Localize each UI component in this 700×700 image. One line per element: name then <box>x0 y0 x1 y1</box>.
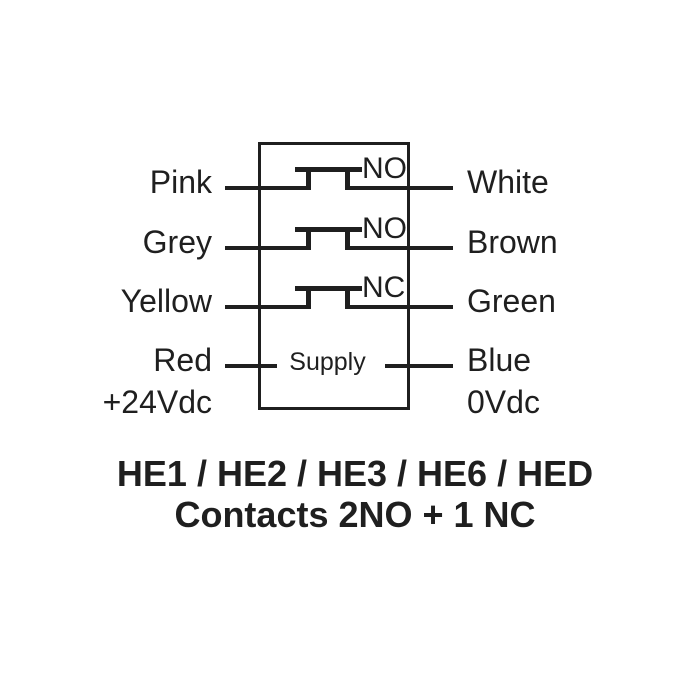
wire-yellow-lead <box>225 305 311 309</box>
contact-1-bridge-bar <box>295 167 362 172</box>
contact-2-right-leg <box>345 227 350 250</box>
contact-3-left-leg <box>306 286 311 309</box>
contact-count-caption: Contacts 2NO + 1 NC <box>174 494 536 535</box>
contact-2-left-leg <box>306 227 311 250</box>
model-list-caption: HE1 / HE2 / HE3 / HE6 / HED <box>116 453 594 494</box>
wire-blue-lead <box>385 364 453 368</box>
sensor-body-outline <box>258 142 410 410</box>
label-0vdc: 0Vdc <box>467 384 540 420</box>
label-pink: Pink <box>149 164 212 200</box>
contact-3-type-label: NC <box>362 271 406 304</box>
contact-3-right-leg <box>345 286 350 309</box>
label-grey: Grey <box>142 224 212 260</box>
wire-red-lead <box>225 364 277 368</box>
label-plus-24vdc: +24Vdc <box>102 384 212 420</box>
wire-grey-lead <box>225 246 311 250</box>
wire-brown-lead <box>345 246 453 250</box>
supply-label: Supply <box>289 348 366 376</box>
label-yellow: Yellow <box>120 283 212 319</box>
contact-3-bridge-bar <box>295 286 362 291</box>
contact-1-type-label: NO <box>362 152 407 185</box>
contact-1-left-leg <box>306 167 311 190</box>
wire-white-lead <box>345 186 453 190</box>
label-brown: Brown <box>467 224 558 260</box>
wire-pink-lead <box>225 186 311 190</box>
contact-2-type-label: NO <box>362 212 407 245</box>
label-green: Green <box>467 283 556 319</box>
label-blue: Blue <box>467 342 532 378</box>
label-red: Red <box>153 342 212 378</box>
contact-1-right-leg <box>345 167 350 190</box>
label-white: White <box>467 164 549 200</box>
contact-2-bridge-bar <box>295 227 362 232</box>
wire-green-lead <box>345 305 453 309</box>
